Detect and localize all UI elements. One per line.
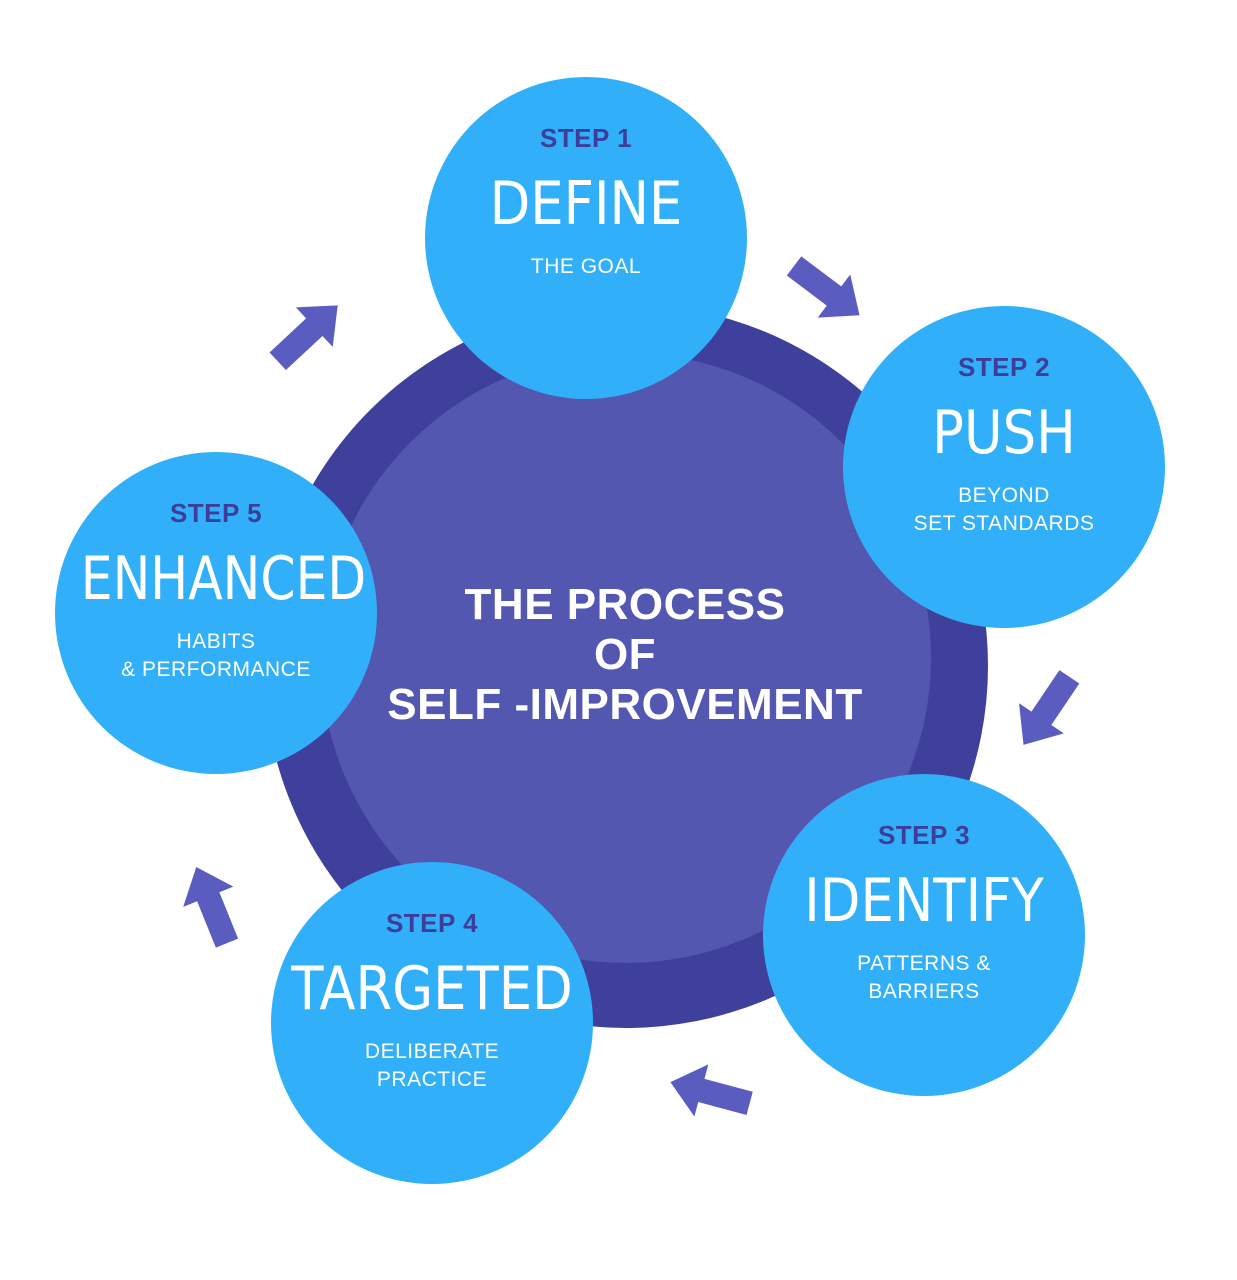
arrow-step2-to-step3 — [1019, 670, 1080, 745]
step-4-circle: STEP 4 TARGETED DELIBERATE PRACTICE — [271, 862, 593, 1184]
center-title-line-3: SELF -IMPROVEMENT — [387, 680, 863, 729]
inner-circle — [321, 353, 931, 963]
step-4-description: DELIBERATE PRACTICE — [271, 1038, 593, 1094]
step-5-label: STEP 5 — [169, 498, 263, 528]
step-5-description: HABITS & PERFORMANCE — [55, 628, 377, 684]
step-1-label: STEP 1 — [539, 123, 633, 153]
step-3-title: IDENTIFY — [804, 866, 1044, 936]
step-1-circle: STEP 1 DEFINE THE GOAL — [425, 77, 747, 399]
step-2-description: BEYOND SET STANDARDS — [843, 482, 1165, 538]
step-3-description-line: PATTERNS & — [857, 952, 991, 975]
step-3-description-line: BARRIERS — [868, 980, 980, 1003]
arrow-step1-to-step2 — [786, 256, 860, 318]
step-2-circle: STEP 2 PUSH BEYOND SET STANDARDS — [843, 306, 1165, 628]
step-4-description-line: DELIBERATE — [364, 1040, 500, 1063]
center-title-line-2: OF — [593, 630, 657, 679]
step-1-description-line: THE GOAL — [530, 255, 642, 278]
step-5-description-line: HABITS — [176, 630, 256, 653]
step-1-title: DEFINE — [489, 169, 683, 239]
arrow-step3-to-step4 — [670, 1064, 753, 1117]
step-3-label: STEP 3 — [877, 820, 971, 850]
step-5-description-line: & PERFORMANCE — [121, 658, 311, 681]
step-1-description: THE GOAL — [425, 253, 747, 281]
step-4-label: STEP 4 — [385, 908, 479, 938]
center-title: THE PROCESS OF SELF -IMPROVEMENT — [380, 580, 870, 730]
step-4-description-line: PRACTICE — [376, 1068, 488, 1091]
arrow-step5-to-step1 — [269, 305, 338, 371]
step-2-description-line: BEYOND — [958, 484, 1050, 507]
step-5-circle: STEP 5 ENHANCED HABITS & PERFORMANCE — [55, 452, 377, 774]
step-2-label: STEP 2 — [957, 352, 1051, 382]
center-title-line-1: THE PROCESS — [464, 580, 786, 629]
step-3-circle: STEP 3 IDENTIFY PATTERNS & BARRIERS — [763, 774, 1085, 1096]
step-3-description: PATTERNS & BARRIERS — [763, 950, 1085, 1006]
step-2-description-line: SET STANDARDS — [913, 512, 1095, 535]
arrow-step4-to-step5 — [183, 867, 239, 948]
step-2-title: PUSH — [932, 398, 1076, 468]
step-5-title: ENHANCED — [80, 544, 367, 614]
step-4-title: TARGETED — [291, 954, 573, 1024]
